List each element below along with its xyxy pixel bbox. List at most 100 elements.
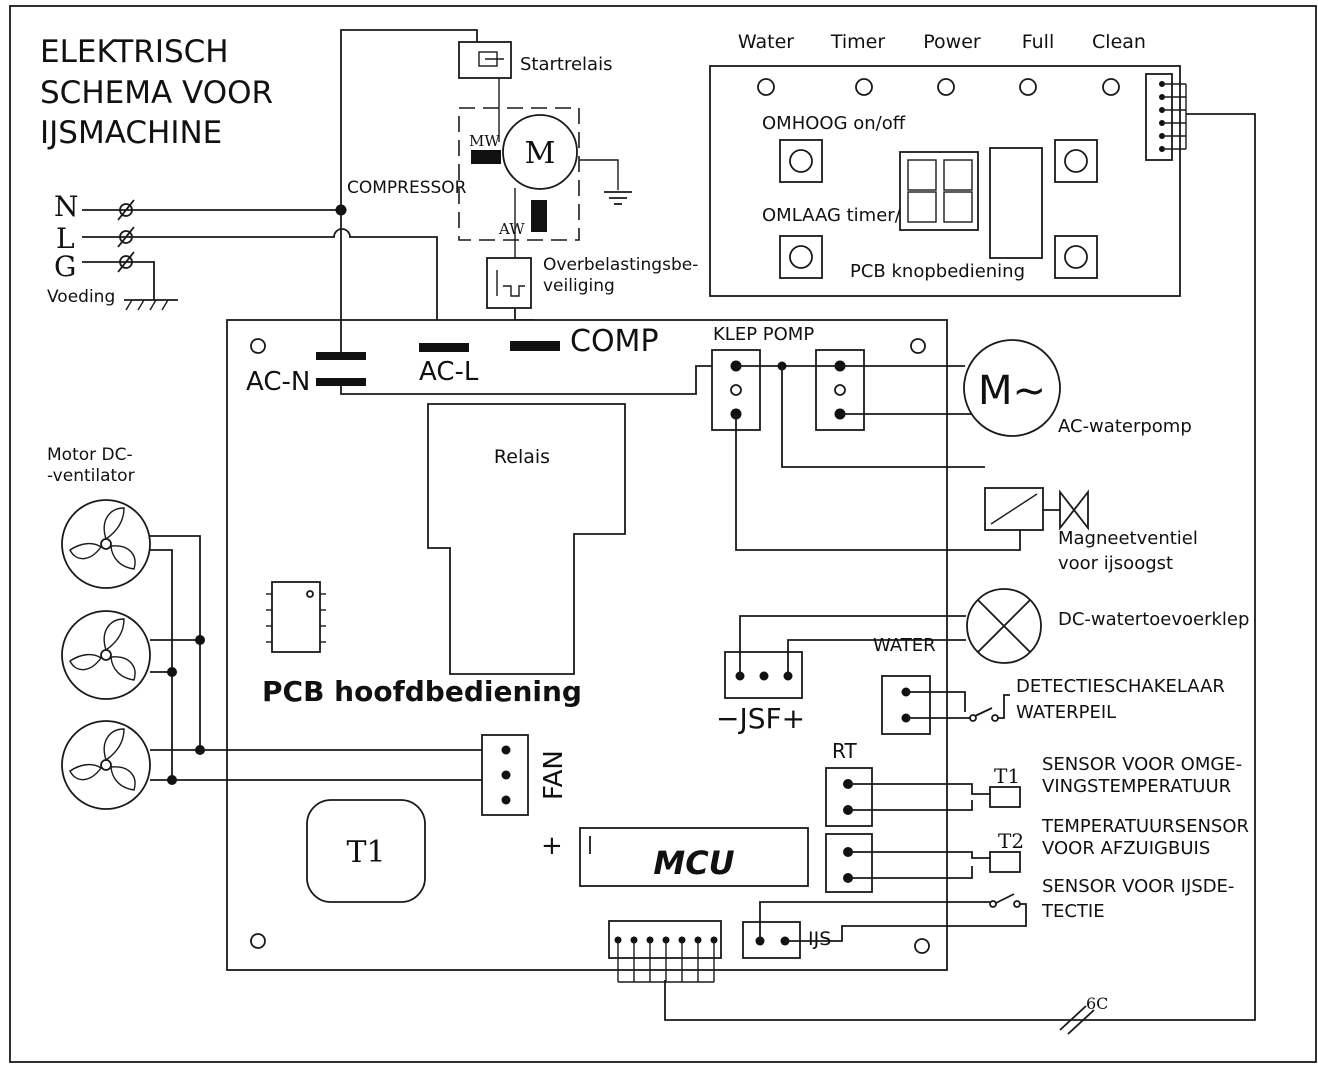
terminal-ac-n-top bbox=[316, 352, 366, 360]
compressor-enclosure bbox=[458, 107, 580, 241]
supply-label: Voeding bbox=[47, 287, 115, 307]
water-label: WATER bbox=[873, 635, 936, 656]
water-inlet-section: −JSF+ WATER DC-watertoevoerklep bbox=[716, 588, 1249, 735]
relay-block bbox=[427, 403, 626, 675]
ambient-sensor-label-1: SENSOR VOOR OMGE- bbox=[1042, 754, 1242, 775]
diagram-title: ELEKTRISCH SCHEMA VOOR IJSMACHINE bbox=[40, 34, 273, 151]
ac-pump-symbol: M~ bbox=[978, 368, 1046, 414]
tube-sensor-t2: T2 bbox=[998, 829, 1024, 853]
mcu-label: MCU bbox=[653, 844, 734, 882]
solenoid-valve-icon bbox=[1059, 489, 1089, 531]
title-line-2: SCHEMA VOOR bbox=[40, 75, 273, 111]
tube-sensor-label-1: TEMPERATUURSENSOR bbox=[1041, 816, 1249, 837]
water-level-section: DETECTIESCHAKELAAR WATERPEIL bbox=[881, 675, 1225, 735]
winding-mw-label: MW bbox=[469, 132, 500, 150]
rt-connector-1 bbox=[825, 767, 873, 827]
solenoid-label-2: voor ijsoogst bbox=[1058, 553, 1173, 574]
button-down[interactable] bbox=[779, 235, 823, 279]
mount-hole-tr bbox=[910, 338, 926, 354]
fan-connector-label: FAN bbox=[539, 750, 569, 800]
winding-mw bbox=[471, 150, 501, 164]
mcu-chip bbox=[579, 827, 809, 887]
wire-start-relay bbox=[340, 29, 478, 210]
button-down-label: OMLAAG timer/set bbox=[762, 205, 928, 226]
ambient-sensor-icon bbox=[989, 786, 1021, 808]
ambient-sensor-label-2: VINGSTEMPERATUUR bbox=[1042, 776, 1231, 797]
inlet-valve-label: DC-watertoevoerklep bbox=[1058, 609, 1249, 630]
fan-negative-bus bbox=[150, 549, 173, 780]
compressor-ground-icon bbox=[604, 191, 632, 205]
title-line-3: IJSMACHINE bbox=[40, 115, 222, 151]
tube-sensor-label-2: VOOR AFZUIGBUIS bbox=[1042, 838, 1210, 859]
button-right-bottom[interactable] bbox=[1054, 235, 1098, 279]
ac-pump-icon bbox=[963, 339, 1061, 437]
solenoid-label-1: Magneetventiel bbox=[1058, 528, 1198, 549]
overload-protector bbox=[486, 257, 532, 309]
terminal-ac-n-bottom bbox=[316, 378, 366, 386]
mount-hole-bl bbox=[250, 933, 266, 949]
ijs-label: IJS bbox=[808, 928, 831, 950]
cable-mark bbox=[1059, 1005, 1095, 1035]
rt-label: RT bbox=[832, 739, 857, 763]
indicator-label-water: Water bbox=[738, 31, 794, 53]
terminal-comp bbox=[510, 341, 560, 351]
button-up[interactable] bbox=[779, 139, 823, 183]
wire-l bbox=[82, 228, 438, 345]
button-right-top[interactable] bbox=[1054, 139, 1098, 183]
title-line-1: ELEKTRISCH bbox=[40, 34, 229, 70]
led-timer-icon bbox=[855, 78, 873, 96]
seven-segment-display bbox=[899, 151, 979, 231]
relay-label: Relais bbox=[494, 446, 550, 468]
connector-pins bbox=[1159, 81, 1187, 152]
ice-sensor-wire bbox=[785, 903, 1027, 942]
supply-l-label: L bbox=[56, 222, 75, 255]
jsf-label: −JSF+ bbox=[716, 702, 805, 735]
terminal-symbols bbox=[117, 199, 135, 273]
tube-sensor-icon bbox=[989, 851, 1021, 873]
compressor-motor-label: M bbox=[525, 136, 556, 171]
supply-n-label: N bbox=[54, 190, 79, 223]
fan-1-icon bbox=[61, 499, 151, 589]
cable-label: 6C bbox=[1086, 994, 1108, 1013]
compressor-motor-icon bbox=[502, 114, 578, 190]
fan-motor-label-1: Motor DC- bbox=[47, 445, 133, 465]
indicator-label-full: Full bbox=[1022, 31, 1055, 53]
mount-hole-br bbox=[914, 938, 930, 954]
indicator-label-power: Power bbox=[923, 31, 981, 53]
transformer-t1 bbox=[306, 799, 426, 903]
fan-motor-label-2: -ventilator bbox=[47, 466, 135, 486]
ijs-connector bbox=[742, 921, 801, 959]
led-water-icon bbox=[757, 78, 775, 96]
fan-3-icon bbox=[61, 720, 151, 810]
fan-2-icon bbox=[61, 610, 151, 700]
fan-section: Motor DC- -ventilator bbox=[47, 445, 569, 816]
ac-pump-label: AC-waterpomp bbox=[1058, 416, 1192, 437]
power-supply: N L G Voeding bbox=[47, 190, 438, 345]
wire-ac-n-to-valve bbox=[340, 365, 712, 395]
winding-aw bbox=[531, 200, 547, 232]
mount-hole-tl bbox=[250, 338, 266, 354]
mcu-plus-label: + bbox=[541, 831, 563, 861]
overload-label-1: Overbelastingsbe- bbox=[543, 255, 698, 275]
button-pcb-connector bbox=[1145, 73, 1173, 161]
valve-pump-label: KLEP POMP bbox=[713, 324, 814, 345]
comp-label: COMP bbox=[570, 324, 659, 359]
rt-connector-2 bbox=[825, 833, 873, 893]
winding-aw-label: AW bbox=[498, 220, 525, 238]
compressor-section: Startrelais M MW AW COMPRESSOR Overbelas… bbox=[340, 29, 698, 340]
wire-g bbox=[82, 261, 155, 300]
supply-ground-icon bbox=[124, 299, 178, 311]
indicator-label-timer: Timer bbox=[830, 31, 885, 53]
compressor-label: COMPRESSOR bbox=[347, 178, 467, 198]
valve-pump-section: KLEP POMP M~ AC-waterpomp Magneetventiel… bbox=[711, 324, 1198, 574]
terminal-ac-l bbox=[419, 343, 469, 352]
start-relay bbox=[458, 41, 512, 79]
ice-sensor-label-1: SENSOR VOOR IJSDE- bbox=[1042, 876, 1234, 897]
supply-g-label: G bbox=[54, 250, 76, 283]
overload-label-2: veiliging bbox=[543, 276, 615, 296]
led-power-icon bbox=[937, 78, 955, 96]
level-switch-label-2: WATERPEIL bbox=[1016, 702, 1116, 723]
ac-n-label: AC-N bbox=[246, 367, 310, 397]
button-pcb-label: PCB knopbediening bbox=[850, 261, 1025, 282]
